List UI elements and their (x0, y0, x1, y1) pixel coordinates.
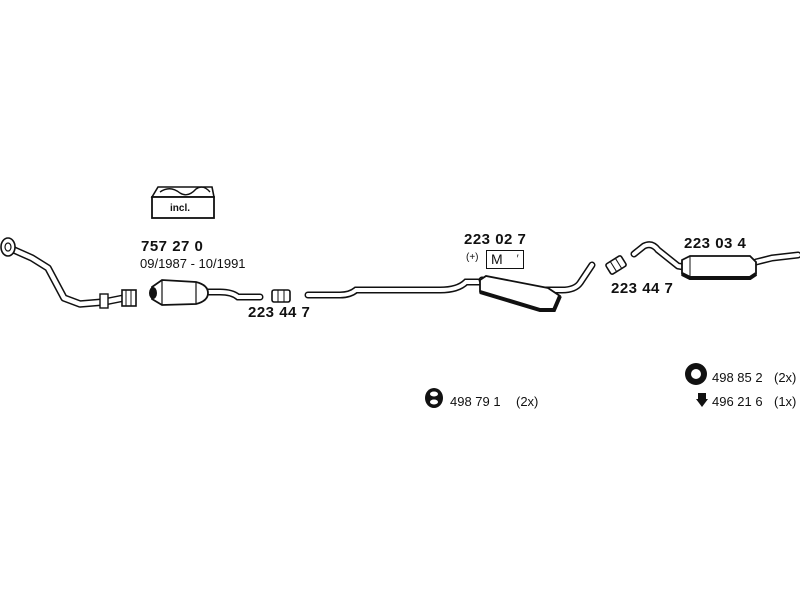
middle-silencer (478, 261, 596, 312)
clamp-front-part-number: 223 44 7 (248, 304, 311, 321)
catalyst-date-range: 09/1987 - 10/1991 (140, 256, 246, 271)
m-badge: M ′ (486, 250, 524, 269)
front-downpipe (0, 237, 137, 309)
catalyst (149, 279, 264, 306)
m-badge-tick-icon: ′ (516, 253, 519, 265)
middle-pipe (304, 278, 484, 299)
m-badge-label: M (491, 251, 503, 267)
middle-silencer-part-number: 223 02 7 (464, 231, 527, 248)
accessory-number: 498 85 2 (712, 370, 763, 385)
plus-marker: (+) (466, 252, 479, 263)
ring-mount-icon (685, 363, 707, 385)
bolt-icon (696, 393, 708, 407)
accessory-qty: (2x) (516, 394, 539, 409)
accessory-number: 498 79 1 (450, 394, 501, 409)
clamp-rear-part-number: 223 44 7 (611, 280, 674, 297)
mounting-kit-box (150, 186, 215, 219)
accessory-number: 496 21 6 (712, 394, 763, 409)
accessory-qty: (2x) (774, 370, 797, 385)
rubber-mount-icon (425, 388, 443, 408)
rear-silencer-part-number: 223 03 4 (684, 235, 747, 252)
rear-silencer (630, 241, 800, 280)
kit-label: incl. (170, 203, 191, 214)
clamp-rear (605, 255, 627, 275)
catalyst-part-number: 757 27 0 (141, 238, 204, 255)
accessory-qty: (1x) (774, 394, 797, 409)
clamp-front (271, 289, 291, 303)
